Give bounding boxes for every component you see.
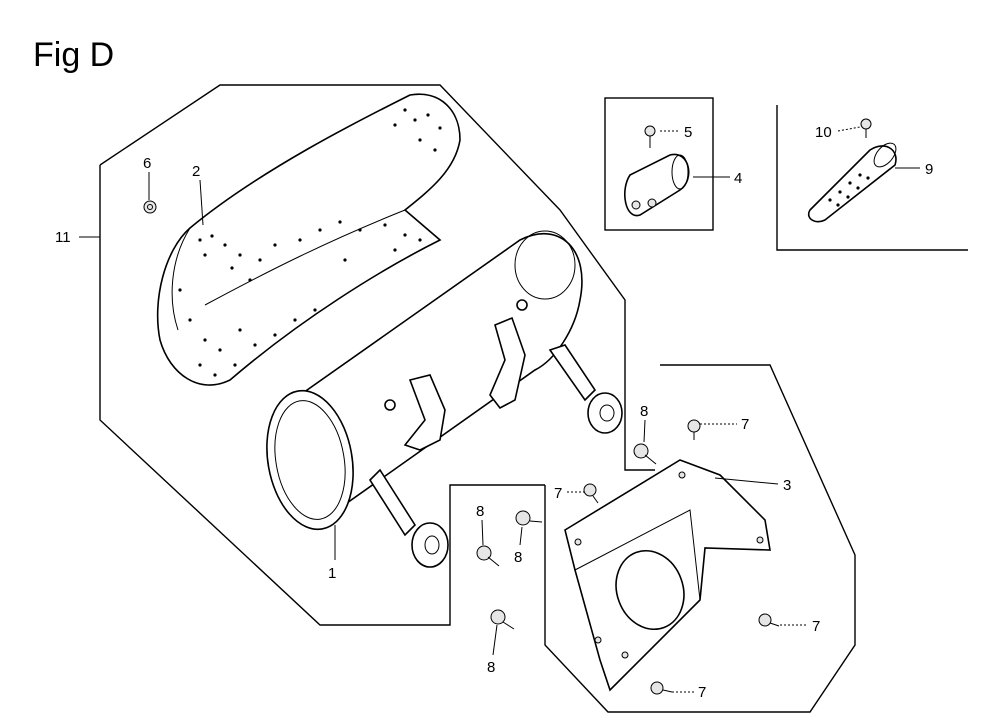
figure-title: Fig D	[33, 36, 114, 74]
callout-10: 10	[815, 124, 832, 141]
bolt-8-d	[490, 609, 515, 630]
leader-2	[199, 179, 204, 226]
callout-8-c: 8	[514, 549, 522, 566]
box-part-4	[604, 97, 714, 231]
leader-8-c	[519, 526, 523, 546]
screw-5	[644, 125, 656, 148]
screw-7-c	[758, 613, 780, 627]
group-outline-11-bottom	[99, 165, 545, 626]
leader-10	[837, 126, 861, 132]
callout-2: 2	[192, 163, 200, 180]
callout-6: 6	[143, 155, 151, 172]
heat-shield	[156, 93, 461, 386]
callout-9: 9	[925, 161, 933, 178]
bolt-8-a	[633, 443, 657, 465]
callout-7-b: 7	[554, 485, 562, 502]
screw-7-a	[687, 419, 701, 440]
group-outline-3	[544, 364, 856, 713]
screw-7-b	[583, 483, 599, 504]
callout-7-c: 7	[812, 618, 820, 635]
muffler-body	[266, 230, 623, 568]
nut-6	[143, 200, 157, 214]
screw-10	[860, 118, 872, 138]
callout-11: 11	[55, 229, 71, 246]
leader-8-b	[481, 519, 484, 546]
leader-3	[714, 477, 779, 485]
group-outline-11-top	[99, 84, 655, 471]
callout-8-d: 8	[487, 659, 495, 676]
callout-1: 1	[328, 565, 336, 582]
bolt-8-c	[515, 510, 543, 526]
callout-8-a: 8	[640, 403, 648, 420]
callout-3: 3	[783, 477, 791, 494]
muffler-bracket	[564, 459, 771, 692]
leader-8-a	[643, 419, 646, 443]
box-part-9	[776, 105, 968, 251]
screw-7-d	[650, 681, 673, 695]
exhaust-tip	[624, 153, 690, 217]
leader-8-d	[492, 624, 498, 656]
callout-8-b: 8	[476, 503, 484, 520]
callout-4: 4	[734, 170, 742, 187]
callout-7-a: 7	[741, 416, 749, 433]
spark-arrester	[807, 142, 897, 223]
bolt-8-b	[476, 545, 500, 567]
callout-7-d: 7	[698, 684, 706, 701]
callout-5: 5	[684, 124, 692, 141]
